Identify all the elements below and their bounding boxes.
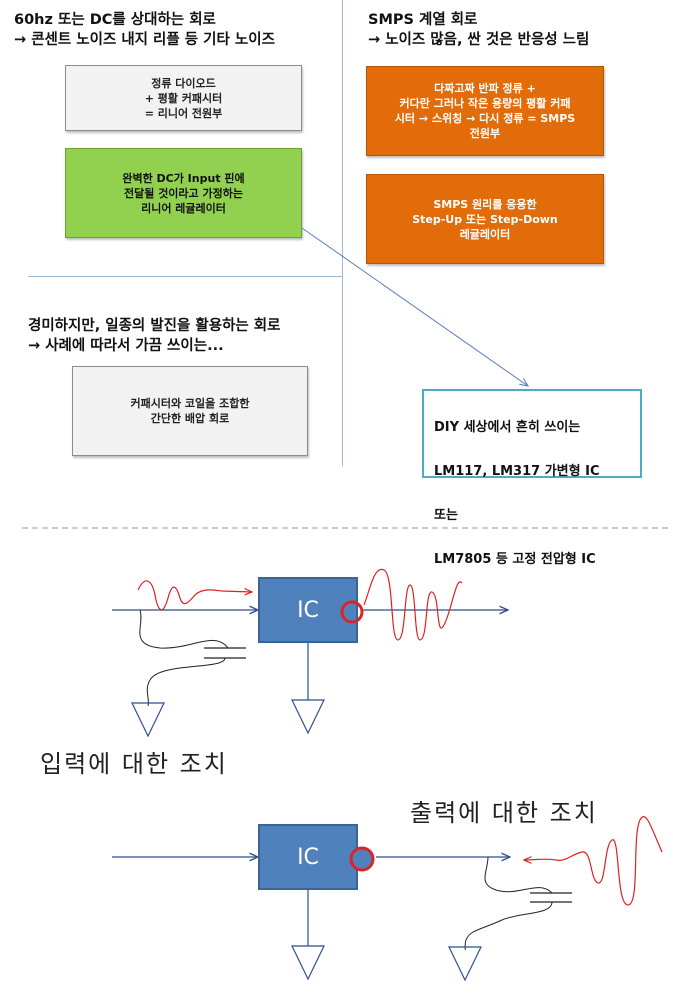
top-right-heading: SMPS 계열 회로 → 노이즈 많음, 싼 것은 반응성 느림 xyxy=(368,10,589,50)
input-noise-wave xyxy=(137,580,252,611)
capacitor-lead-bottom xyxy=(146,657,226,707)
callout-line4: LM7805 등 고정 전압형 IC xyxy=(434,552,596,567)
quadrant-divider-vertical xyxy=(342,0,343,466)
output-noise-wave xyxy=(524,816,663,906)
top-left-heading-line2: → 콘센트 노이즈 내지 리플 등 기타 노이즈 xyxy=(14,32,275,48)
voltage-doubler-box: 커패시터와 코일을 조합한 간단한 배압 회로 xyxy=(72,366,308,456)
callout-line1: DIY 세상에서 흔히 쓰이는 xyxy=(434,420,581,435)
ground-icon xyxy=(131,702,165,738)
capacitor-lead-bottom xyxy=(464,901,553,951)
ic-block-input: IC xyxy=(258,577,358,643)
ic-label: IC xyxy=(297,844,319,870)
input-circuit xyxy=(112,568,508,738)
top-right-heading-line1: SMPS 계열 회로 xyxy=(368,12,478,28)
linear-regulator-box: 완벽한 DC가 Input 핀에 전달될 것이라고 가정하는 리니어 레귤레이터 xyxy=(65,148,302,238)
output-circuit xyxy=(112,816,663,982)
output-measure-label: 출력에 대한 조치 xyxy=(410,799,598,827)
callout-connector-arrow xyxy=(301,227,528,386)
smps-psu-box: 다짜고짜 반파 정류 + 커다란 그러나 작은 용량의 평활 커패 시터 → 스… xyxy=(366,66,604,156)
bottom-left-heading-line2: → 사례에 따라서 가끔 쓰이는... xyxy=(28,338,224,354)
input-measure-label: 입력에 대한 조치 xyxy=(40,750,228,778)
ground-icon xyxy=(448,946,482,982)
bottom-left-heading: 경미하지만, 일종의 발진을 활용하는 회로 → 사례에 따라서 가끔 쓰이는.… xyxy=(28,316,280,356)
top-left-heading: 60hz 또는 DC를 상대하는 회로 → 콘센트 노이즈 내지 리플 등 기타… xyxy=(14,10,275,50)
capacitor-lead-top xyxy=(139,609,229,649)
output-noise-wave xyxy=(363,568,463,641)
callout-line3: 또는 xyxy=(434,508,458,523)
capacitor-lead-top xyxy=(484,856,553,894)
linear-psu-box: 정류 다이오드 + 평활 커패시터 = 리니어 전원부 xyxy=(65,65,302,131)
top-left-heading-line1: 60hz 또는 DC를 상대하는 회로 xyxy=(14,12,216,28)
diy-ic-callout: DIY 세상에서 흔히 쓰이는 LM117, LM317 가변형 IC 또는 L… xyxy=(422,389,642,567)
ic-label: IC xyxy=(297,597,319,623)
ic-block-output: IC xyxy=(258,824,358,890)
quadrant-divider-horizontal xyxy=(28,276,342,277)
ground-icon xyxy=(291,945,325,981)
switching-regulator-box: SMPS 원리를 응용한 Step-Up 또는 Step-Down 레귤레이터 xyxy=(366,174,604,264)
top-right-heading-line2: → 노이즈 많음, 싼 것은 반응성 느림 xyxy=(368,32,590,48)
ground-icon xyxy=(291,699,325,735)
callout-line2: LM117, LM317 가변형 IC xyxy=(434,464,600,479)
bottom-left-heading-line1: 경미하지만, 일종의 발진을 활용하는 회로 xyxy=(28,318,281,334)
